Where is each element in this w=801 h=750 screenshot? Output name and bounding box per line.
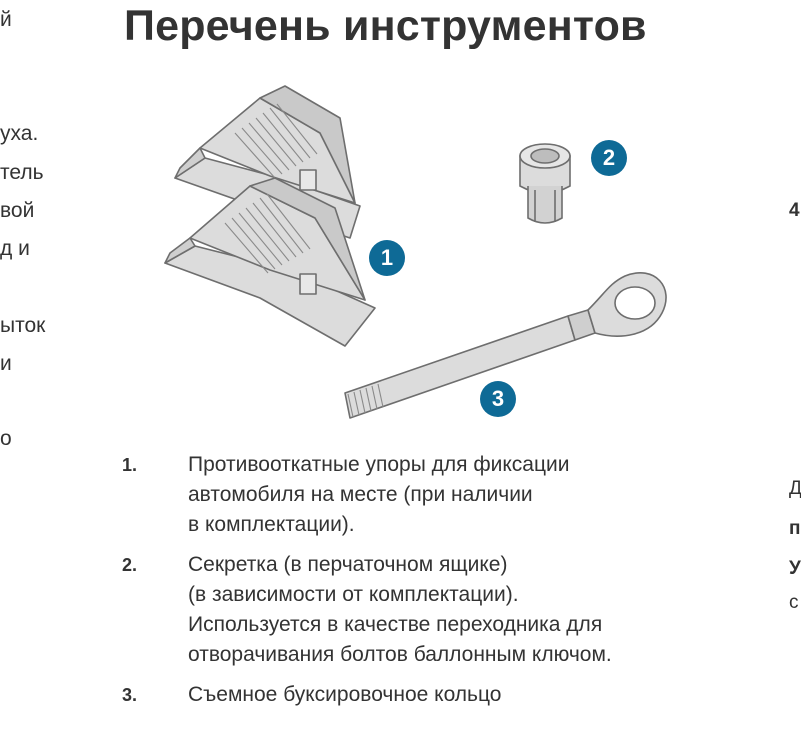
item-text: Секретка (в перчаточном ящике) (в зависи… bbox=[188, 550, 762, 670]
callout-badge: 1 bbox=[369, 240, 405, 276]
item-number: 1. bbox=[122, 455, 138, 475]
right-fragment-line: с bbox=[789, 592, 799, 613]
left-fragment-line: тель bbox=[0, 161, 44, 184]
callout-badge: 3 bbox=[480, 381, 516, 417]
item-text: Противооткатные упоры для фиксации автом… bbox=[188, 450, 762, 540]
right-fragment-line: Д bbox=[789, 478, 801, 499]
left-fragment-line: уха. bbox=[0, 122, 39, 145]
item-number: 3. bbox=[122, 685, 138, 705]
item-line: Используется в качестве переходника для bbox=[188, 613, 603, 636]
item-line: Противооткатные упоры для фиксации bbox=[188, 453, 570, 476]
item-line: отворачивания болтов баллонным ключом. bbox=[188, 643, 612, 666]
list-item: 3. Съемное буксировочное кольцо bbox=[122, 680, 762, 710]
page-title: Перечень инструментов bbox=[124, 2, 647, 50]
lock-nut-adapter-icon bbox=[519, 143, 571, 224]
wheel-chock-icon bbox=[164, 177, 376, 347]
item-line: в комплектации). bbox=[188, 513, 355, 536]
tools-illustration: 1 2 3 bbox=[150, 78, 670, 440]
list-item: 2. Секретка (в перчаточном ящике) (в зав… bbox=[122, 550, 762, 670]
item-text: Съемное буксировочное кольцо bbox=[188, 680, 762, 710]
list-item: 1. Противооткатные упоры для фиксации ав… bbox=[122, 450, 762, 540]
left-fragment-line: й bbox=[0, 8, 12, 31]
item-line: (в зависимости от комплектации). bbox=[188, 583, 519, 606]
towing-eye-icon bbox=[344, 272, 667, 419]
right-fragment-line: п bbox=[789, 518, 801, 539]
left-fragment-line: д и bbox=[0, 237, 30, 260]
left-fragment-line: о bbox=[0, 427, 12, 450]
right-fragment-line: У bbox=[789, 558, 801, 579]
left-fragment-line: ыток bbox=[0, 314, 46, 337]
right-fragment-line: 4 bbox=[789, 200, 800, 221]
left-fragment-line: и bbox=[0, 352, 12, 375]
callout-badge: 2 bbox=[591, 140, 627, 176]
item-number: 2. bbox=[122, 555, 138, 575]
left-fragment-line: вой bbox=[0, 199, 35, 222]
tools-list: 1. Противооткатные упоры для фиксации ав… bbox=[122, 450, 762, 720]
item-line: Секретка (в перчаточном ящике) bbox=[188, 553, 508, 576]
item-line: автомобиля на месте (при наличии bbox=[188, 483, 533, 506]
item-line: Съемное буксировочное кольцо bbox=[188, 683, 502, 706]
